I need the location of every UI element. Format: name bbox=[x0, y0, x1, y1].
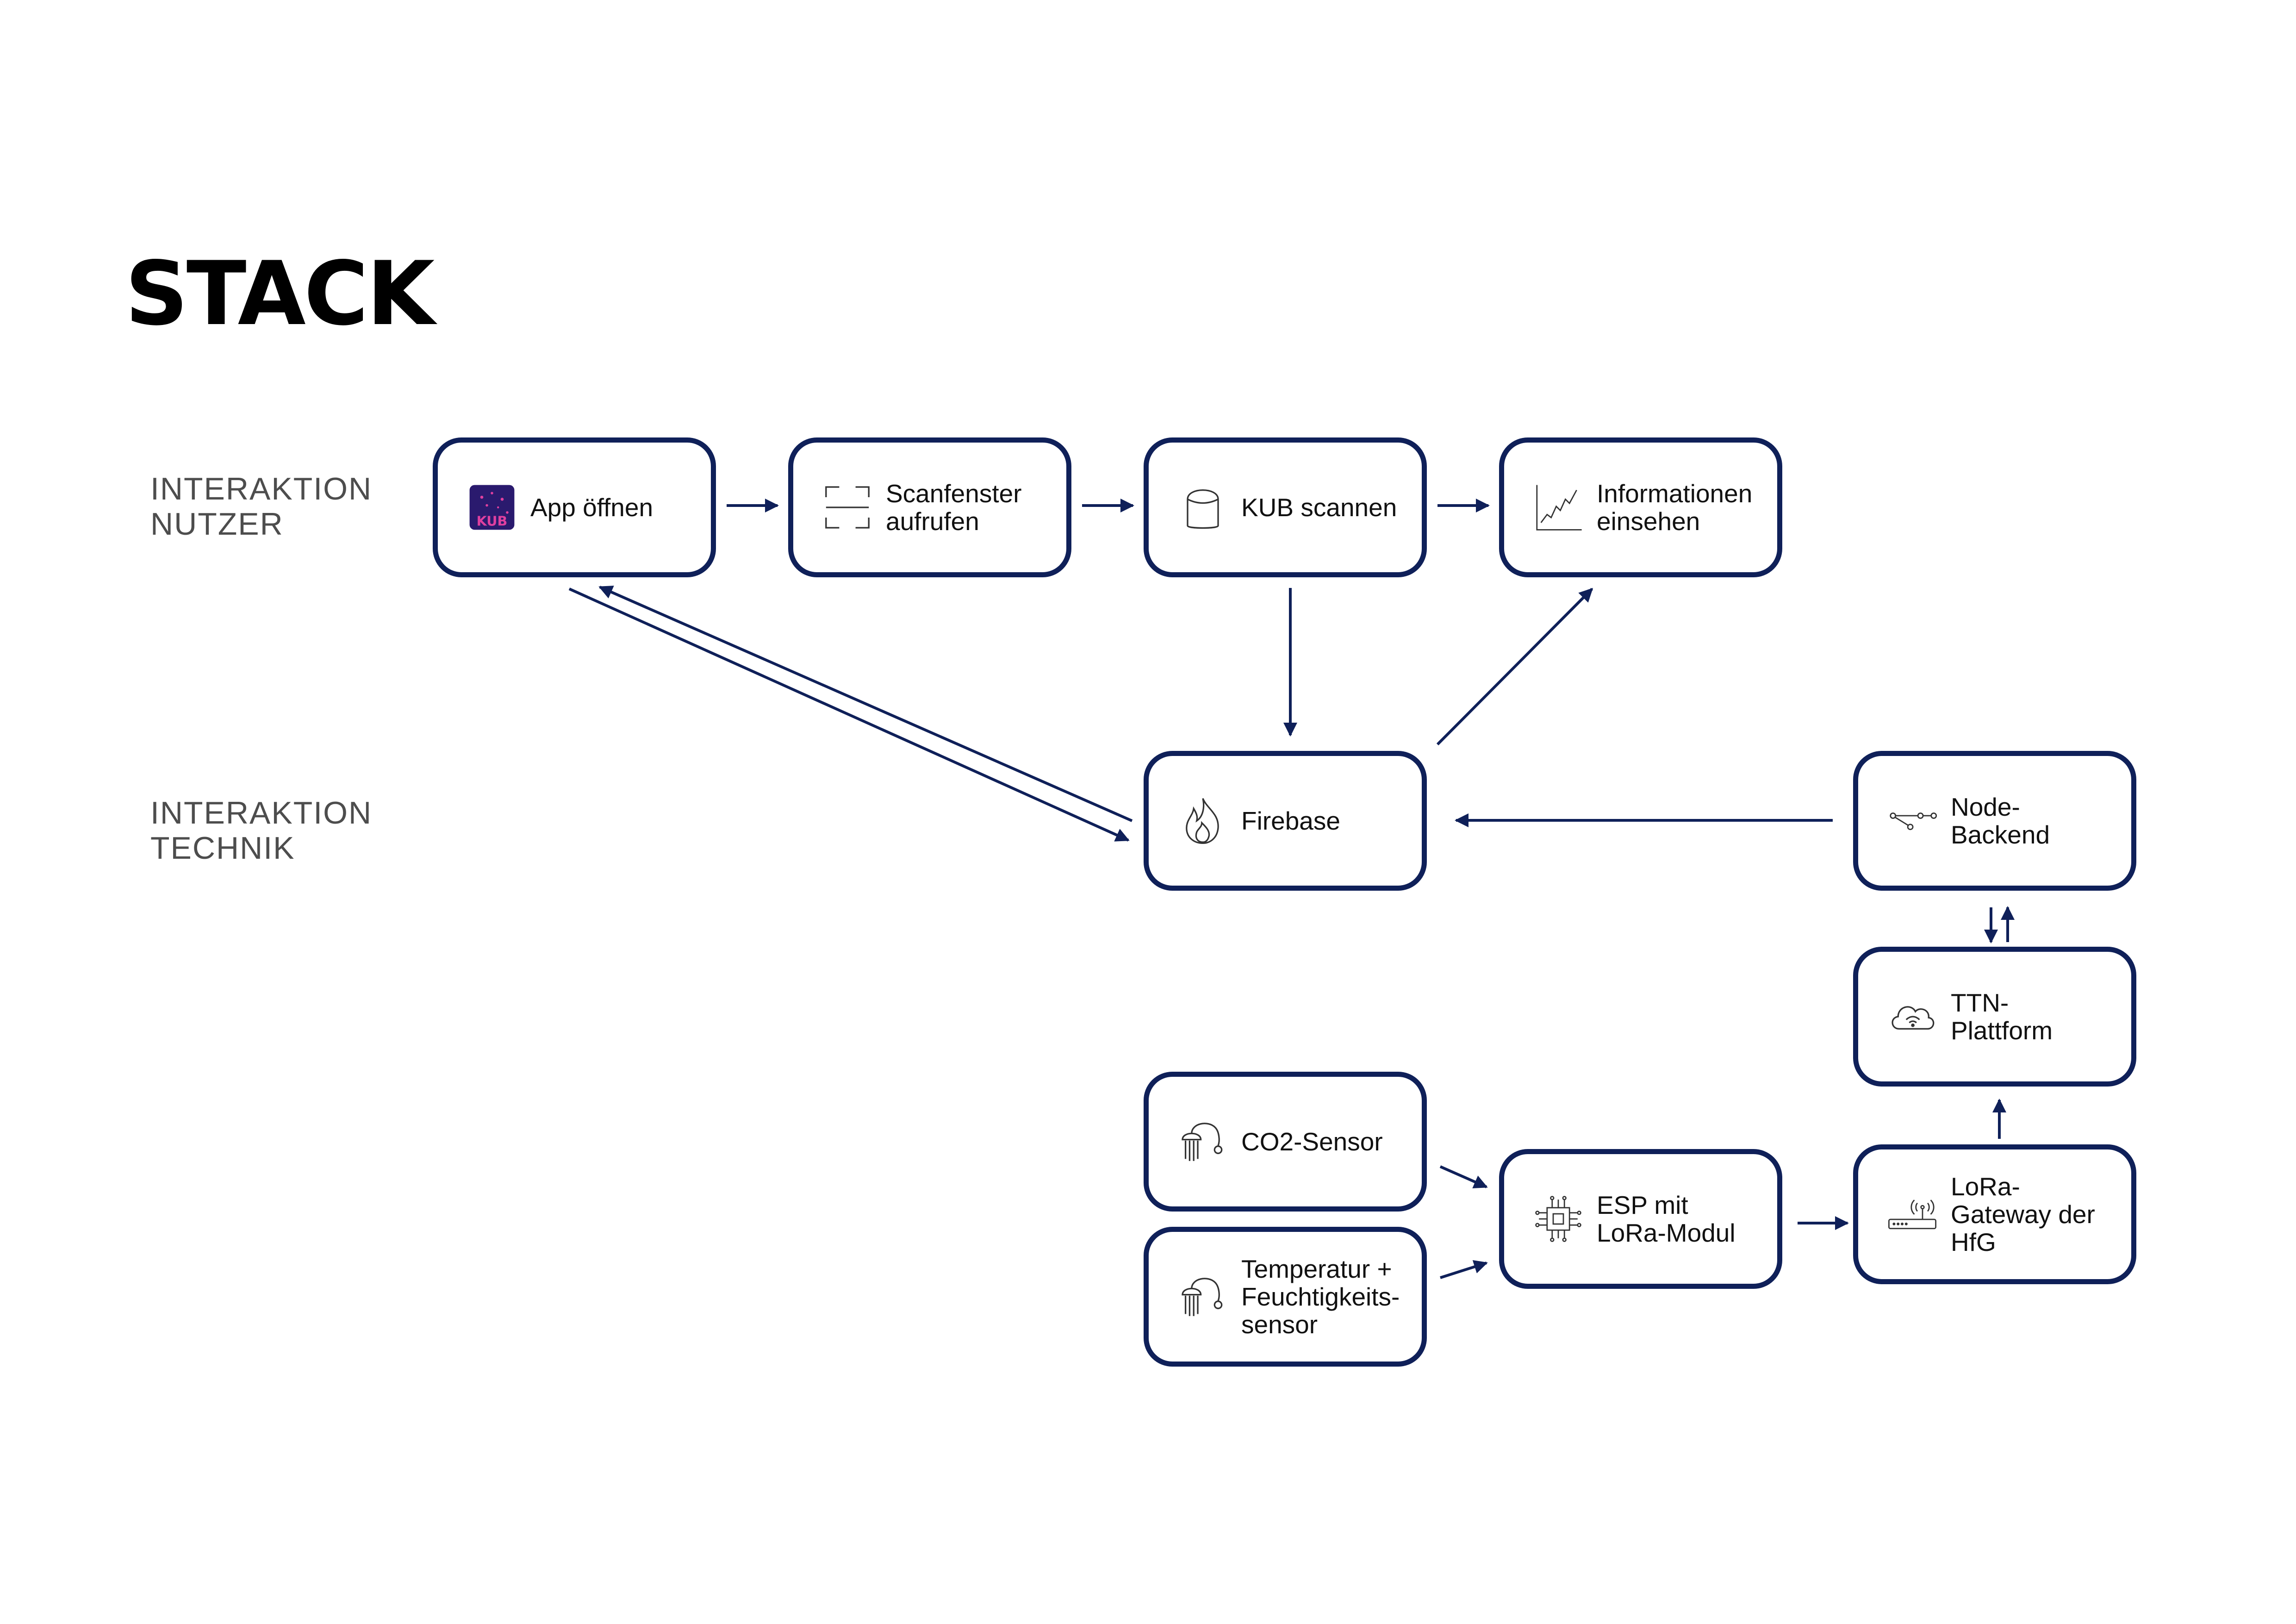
sensor-icon bbox=[1177, 1116, 1228, 1167]
node-label-line: LoRa- bbox=[1951, 1172, 2020, 1201]
node-lora-gateway[interactable]: LoRa- Gateway der HfG bbox=[1853, 1144, 2136, 1284]
lane-label-tech: INTERAKTION TECHNIK bbox=[150, 795, 372, 866]
lane-label-line: NUTZER bbox=[150, 506, 284, 542]
node-label: Temperatur + Feuchtigkeits- sensor bbox=[1241, 1255, 1400, 1338]
node-label-line: Plattform bbox=[1951, 1016, 2053, 1045]
node-scanfenster[interactable]: Scanfenster aufrufen bbox=[788, 437, 1071, 577]
node-label-line: Feuchtigkeits- bbox=[1241, 1282, 1400, 1311]
node-graph-icon bbox=[1887, 795, 1938, 846]
node-label: LoRa- Gateway der HfG bbox=[1951, 1173, 2095, 1256]
node-label: App öffnen bbox=[530, 493, 653, 521]
node-label-line: Informationen bbox=[1597, 479, 1753, 508]
node-ttn-plattform[interactable]: TTN- Plattform bbox=[1853, 947, 2136, 1087]
node-label-line: TTN- bbox=[1951, 988, 2009, 1017]
node-firebase[interactable]: Firebase bbox=[1144, 751, 1427, 891]
edge-temp-to-esp bbox=[1440, 1260, 1488, 1279]
node-label: TTN- Plattform bbox=[1951, 989, 2053, 1044]
node-label-line: aufrufen bbox=[886, 507, 979, 536]
scan-frame-icon bbox=[822, 482, 873, 533]
node-esp-lora-modul[interactable]: ESP mit LoRa-Modul bbox=[1499, 1149, 1782, 1289]
node-label-line: KUB scannen bbox=[1241, 493, 1397, 522]
edge-firebase-to-app bbox=[598, 586, 1133, 822]
node-label-line: App öffnen bbox=[530, 493, 653, 522]
node-informationen[interactable]: Informationen einsehen bbox=[1499, 437, 1782, 577]
sensor-icon bbox=[1177, 1271, 1228, 1322]
edge-app-to-firebase bbox=[568, 587, 1130, 842]
node-label-line: einsehen bbox=[1597, 507, 1700, 536]
node-temperatur-sensor[interactable]: Temperatur + Feuchtigkeits- sensor bbox=[1144, 1227, 1427, 1367]
edge-firebase-to-info bbox=[1436, 587, 1593, 746]
node-label: CO2-Sensor bbox=[1241, 1128, 1383, 1156]
kub-app-icon-text: KUB bbox=[477, 513, 508, 529]
node-label-line: HfG bbox=[1951, 1228, 1996, 1256]
edge-co2-to-esp bbox=[1439, 1165, 1488, 1188]
lane-label-line: TECHNIK bbox=[150, 831, 295, 866]
device-icon bbox=[1177, 482, 1228, 533]
node-label: Firebase bbox=[1241, 807, 1340, 835]
router-icon bbox=[1887, 1189, 1938, 1240]
node-label-line: Gateway der bbox=[1951, 1200, 2095, 1229]
node-label-line: ESP mit bbox=[1597, 1191, 1688, 1219]
node-label-line: Scanfenster bbox=[886, 479, 1022, 508]
node-label: KUB scannen bbox=[1241, 493, 1397, 521]
node-label-line: Node- bbox=[1951, 793, 2020, 821]
line-chart-icon bbox=[1533, 482, 1584, 533]
node-label-line: CO2-Sensor bbox=[1241, 1127, 1383, 1156]
node-kub-scannen[interactable]: KUB scannen bbox=[1144, 437, 1427, 577]
lane-label-line: INTERAKTION bbox=[150, 471, 373, 506]
node-label-line: Firebase bbox=[1241, 806, 1340, 835]
lane-label-line: INTERAKTION bbox=[150, 795, 373, 831]
node-label: ESP mit LoRa-Modul bbox=[1597, 1191, 1736, 1247]
node-label-line: Temperatur + bbox=[1241, 1255, 1392, 1283]
node-app-oeffnen[interactable]: KUB App öffnen bbox=[433, 437, 716, 577]
lane-label-user: INTERAKTION NUTZER bbox=[150, 471, 372, 542]
node-label: Node- Backend bbox=[1951, 793, 2050, 849]
node-label-line: Backend bbox=[1951, 820, 2050, 849]
node-label-line: sensor bbox=[1241, 1310, 1318, 1339]
cloud-wifi-icon bbox=[1887, 991, 1938, 1042]
flame-icon bbox=[1177, 795, 1228, 846]
node-label-line: LoRa-Modul bbox=[1597, 1218, 1736, 1247]
kub-app-icon: KUB bbox=[467, 482, 517, 533]
node-node-backend[interactable]: Node- Backend bbox=[1853, 751, 2136, 891]
node-label: Informationen einsehen bbox=[1597, 480, 1752, 535]
chip-icon bbox=[1533, 1193, 1584, 1244]
page-title: STACK bbox=[125, 243, 435, 345]
node-co2-sensor[interactable]: CO2-Sensor bbox=[1144, 1072, 1427, 1212]
node-label: Scanfenster aufrufen bbox=[886, 480, 1022, 535]
